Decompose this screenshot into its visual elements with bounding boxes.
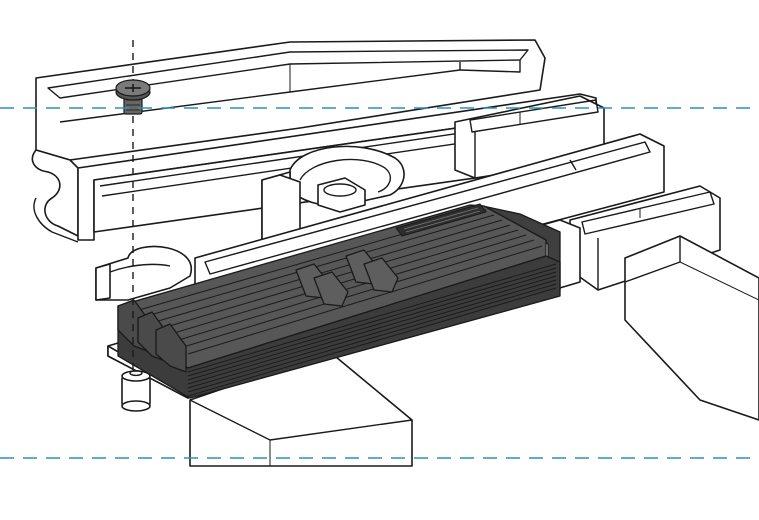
screw-icon (115, 79, 151, 115)
left-bracket (31, 149, 79, 243)
m2-standoff-clip (95, 245, 192, 301)
right-large-block (624, 235, 759, 421)
m2-heatsink (117, 203, 561, 399)
m2-standoff-post (121, 369, 151, 412)
heatsink-left-ribs (117, 299, 187, 373)
heatsink-side-fins (187, 263, 557, 397)
heatsink-center-clips (295, 249, 399, 307)
heatsink-brand-plate (395, 203, 487, 237)
